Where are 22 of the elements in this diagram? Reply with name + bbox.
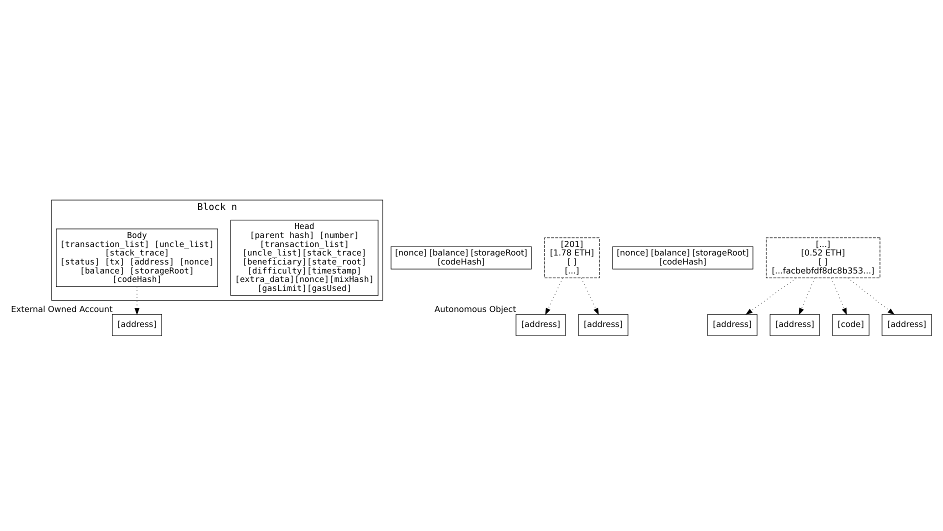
node-box: [nonce] [balance] [storageRoot] [codeHash] — [390, 246, 532, 270]
node-box: [address] — [707, 314, 758, 336]
node-box: [...] [0.52 ETH] [ ] [...facbebfdf8dc8b353...] — [766, 238, 880, 278]
node-box: [201] [1.78 ETH] [ ] [...] — [544, 238, 600, 278]
node-box: [address] — [112, 314, 162, 336]
node-label: External Owned Account — [11, 304, 113, 314]
arrow — [581, 278, 599, 316]
arrow — [798, 278, 815, 316]
node-box: Head [parent hash] [number] [transaction_list] [uncle_list][stack_trace] [beneficiary][state_root] [difficulty][timestamp] [extra_data][nonce][mixHash] [gasLimit][gasUsed] — [230, 220, 378, 296]
arrow — [831, 278, 847, 316]
arrow — [134, 286, 140, 316]
arrow — [848, 278, 895, 315]
node-box: [code] — [832, 314, 870, 336]
node-box: Body [transaction_list] [uncle_list] [stack_trace] [status] [tx] [address] [nonce] [balance] [storageRoot] [codeHash] — [56, 228, 218, 288]
arrow — [545, 278, 563, 316]
node-box: [address] — [882, 314, 932, 336]
node-box: [address] — [770, 314, 820, 336]
node-box: [address] — [578, 314, 628, 336]
node-label: Autonomous Object — [434, 304, 516, 314]
node-box: [address] — [516, 314, 566, 336]
arrow — [745, 278, 796, 315]
node-box: [nonce] [balance] [storageRoot] [codeHash] — [612, 246, 754, 270]
